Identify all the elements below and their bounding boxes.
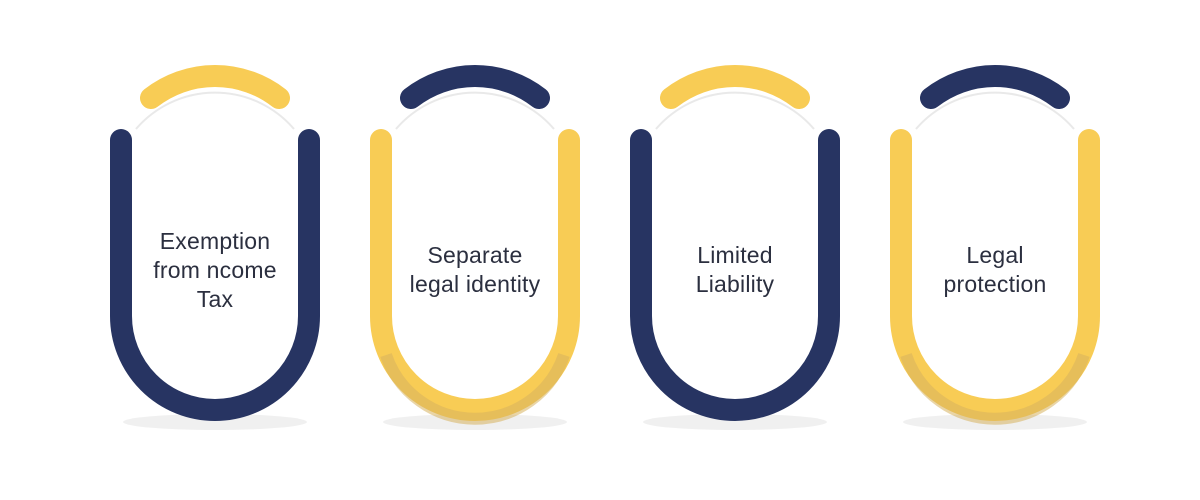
- feature-label: Exemption from ncome Tax: [153, 227, 277, 312]
- frame-arc: [370, 129, 580, 421]
- frame-arc: [630, 129, 840, 421]
- feature-card-separate-identity: Separate legal identity: [360, 55, 590, 435]
- top-cap-arc: [660, 65, 810, 109]
- feature-label: Separate legal identity: [409, 242, 541, 297]
- feature-label: Limited Liability: [695, 242, 775, 297]
- top-cap-arc: [400, 65, 550, 109]
- feature-card-legal-protection: Legal protection: [880, 55, 1110, 435]
- top-cap-arc: [920, 65, 1070, 109]
- pill-frame-graphic: [630, 65, 840, 430]
- pill-frame-graphic: [890, 65, 1100, 430]
- feature-card-limited-liability: Limited Liability: [620, 55, 850, 435]
- feature-card-exemption: Exemption from ncome Tax: [100, 55, 330, 435]
- pill-frame-graphic: [110, 65, 320, 430]
- pill-frame-graphic: [370, 65, 580, 430]
- top-cap-arc: [140, 65, 290, 109]
- feature-label: Legal protection: [943, 242, 1047, 297]
- frame-arc: [890, 129, 1100, 421]
- frame-arc: [110, 129, 320, 421]
